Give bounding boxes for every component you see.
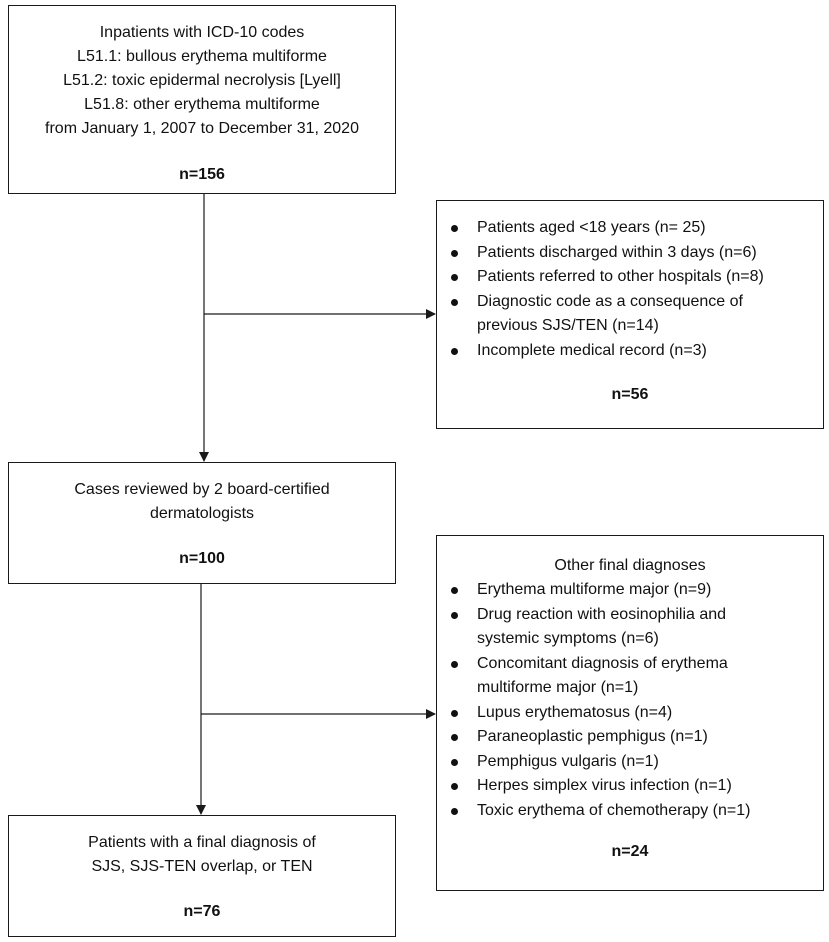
- other-diagnoses-item: Lupus erythematosus (n=4): [437, 701, 823, 726]
- final-count: n=76: [183, 903, 221, 920]
- excluded-box: Patients aged <18 years (n= 25) Patients…: [436, 200, 824, 429]
- final-line-1: Patients with a final diagnosis of: [88, 834, 316, 851]
- excluded-item: Patients discharged within 3 days (n=6): [437, 241, 823, 266]
- inpatients-box: Inpatients with ICD-10 codes L51.1: bull…: [8, 5, 396, 194]
- inpatients-count: n=156: [179, 166, 225, 183]
- other-diagnoses-count: n=24: [611, 843, 649, 860]
- reviewed-line-1: Cases reviewed by 2 board-certified: [74, 481, 330, 498]
- final-line-2: SJS, SJS-TEN overlap, or TEN: [91, 858, 313, 875]
- other-diagnoses-item: Paraneoplastic pemphigus (n=1): [437, 725, 823, 750]
- other-diagnoses-title: Other final diagnoses: [554, 557, 706, 574]
- inpatients-line-5: from January 1, 2007 to December 31, 202…: [45, 120, 359, 137]
- final-diagnosis-box: Patients with a final diagnosis of SJS, …: [8, 815, 396, 937]
- inpatients-line-2: L51.1: bullous erythema multiforme: [77, 48, 327, 65]
- other-diagnoses-item: Herpes simplex virus infection (n=1): [437, 774, 823, 799]
- excluded-item: Patients referred to other hospitals (n=…: [437, 265, 823, 290]
- excluded-count: n=56: [611, 386, 649, 403]
- other-diagnoses-box: Other final diagnoses Erythema multiform…: [436, 535, 824, 891]
- excluded-item: Patients aged <18 years (n= 25): [437, 216, 823, 241]
- reviewed-box: Cases reviewed by 2 board-certified derm…: [8, 462, 396, 584]
- other-diagnoses-item: Toxic erythema of chemotherapy (n=1): [437, 799, 823, 824]
- other-diagnoses-list: Erythema multiforme major (n=9) Drug rea…: [437, 578, 823, 823]
- reviewed-count: n=100: [179, 550, 225, 567]
- inpatients-line-3: L51.2: toxic epidermal necrolysis [Lyell…: [63, 72, 341, 89]
- other-diagnoses-item: Erythema multiforme major (n=9): [437, 578, 823, 603]
- reviewed-line-2: dermatologists: [149, 505, 255, 522]
- excluded-list: Patients aged <18 years (n= 25) Patients…: [437, 216, 823, 363]
- excluded-item: Incomplete medical record (n=3): [437, 339, 823, 364]
- inpatients-line-4: L51.8: other erythema multiforme: [84, 96, 320, 113]
- inpatients-line-1: Inpatients with ICD-10 codes: [99, 24, 305, 41]
- other-diagnoses-item: Pemphigus vulgaris (n=1): [437, 750, 823, 775]
